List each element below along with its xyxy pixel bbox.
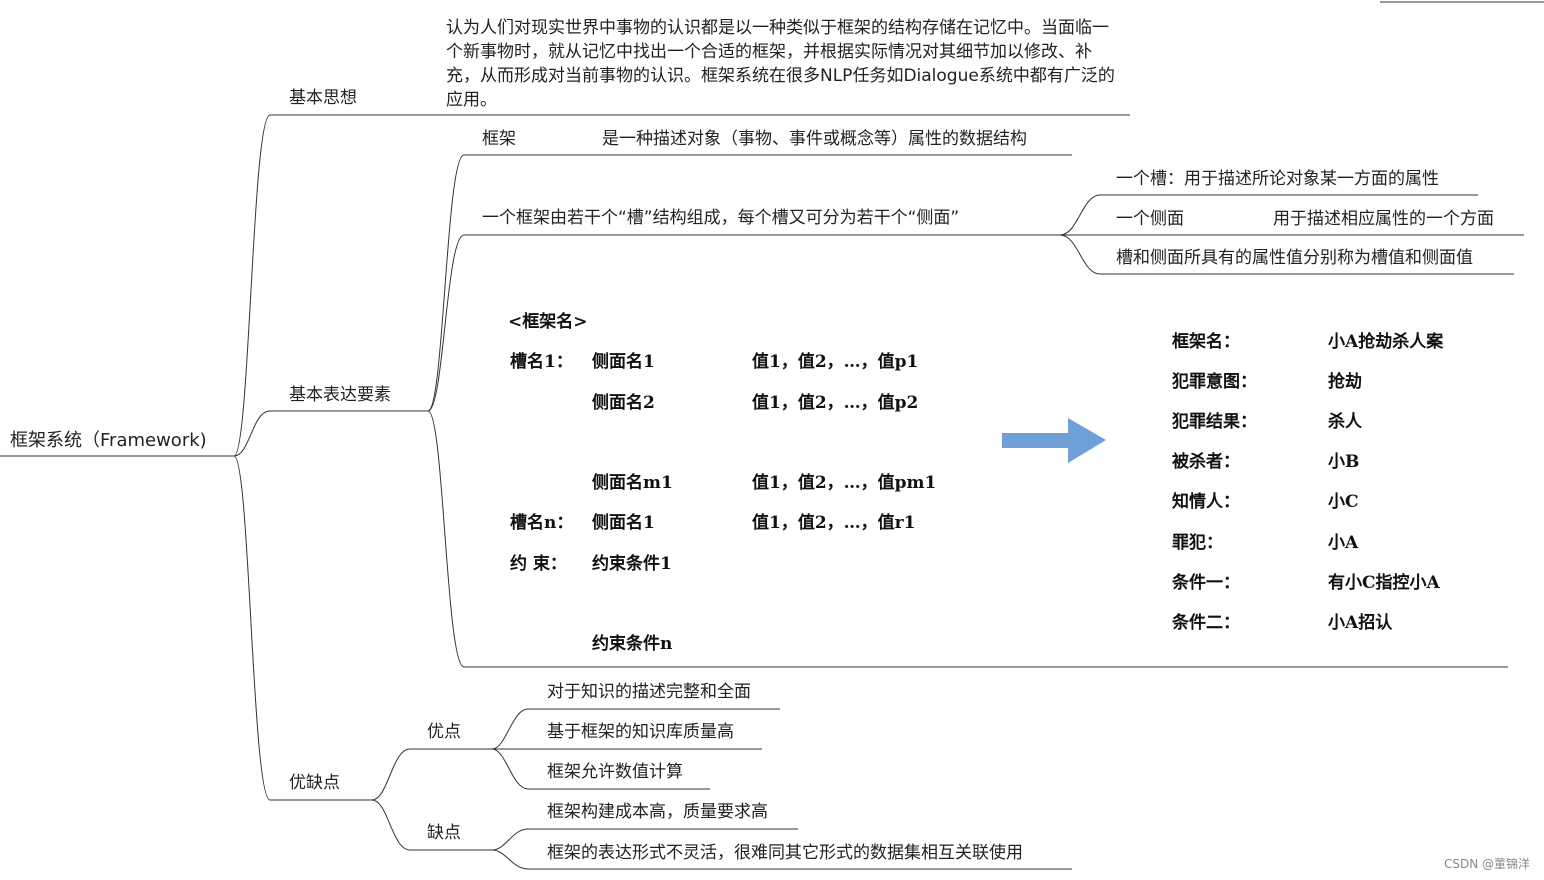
pro-item[interactable]: 对于知识的描述完整和全面 [547,682,751,702]
basic-idea-node[interactable]: 基本思想 [289,88,357,108]
edge-con-2 [491,849,529,870]
edge-con-1 [491,828,529,851]
example-value: 小C [1328,492,1359,512]
edge-root-basic-idea [233,114,271,457]
template-constraint: 约 束： [510,554,567,574]
basic-idea-text: 认为人们对现实世界中事物的认识都是以一种类似于框架的结构存储在记忆中。当面临一个… [446,18,1115,110]
edge-root-elements [233,410,271,457]
pro-item[interactable]: 框架允许数值计算 [547,762,683,782]
example-value: 小A [1328,533,1359,553]
edge-elements-frame [427,154,465,412]
template-facet1-values: 值1，值2，…，值p1 [752,352,919,372]
edge-elements-composition [427,234,465,412]
template-condn: 约束条件n [592,634,673,654]
pros-node[interactable]: 优点 [427,722,461,742]
example-value: 抢劫 [1328,372,1362,392]
values-node[interactable]: 槽和侧面所具有的属性值分别称为槽值和侧面值 [1116,248,1473,268]
pro-item[interactable]: 基于框架的知识库质量高 [547,722,734,742]
composition-node[interactable]: 一个框架由若干个“槽”结构组成，每个槽又可分为若干个“侧面” [482,208,960,228]
template-slot1: 槽名1： [510,352,573,372]
template-facetm-values: 值1，值2，…，值pm1 [752,473,937,493]
example-key: 框架名： [1172,332,1240,352]
cons-node[interactable]: 缺点 [427,823,461,843]
proscons-node[interactable]: 优缺点 [289,773,340,793]
example-key: 犯罪结果： [1172,412,1257,432]
template-frame-name: <框架名> [508,312,588,332]
edge-cons [371,799,411,851]
template-facet1: 侧面名1 [592,352,655,372]
edge-pros [371,748,411,801]
edge-elements-image [427,410,465,668]
example-value: 小A招认 [1328,613,1393,633]
template-cond1: 约束条件1 [592,554,672,574]
template-facetm: 侧面名m1 [592,473,673,493]
template-slotn: 槽名n： [510,513,574,533]
template-facet2: 侧面名2 [592,393,655,413]
example-value: 有小C指控小A [1328,573,1440,593]
right-arrow-icon [1002,418,1106,463]
frame-definition: 是一种描述对象（事物、事件或概念等）属性的数据结构 [602,129,1027,149]
facet-definition: 用于描述相应属性的一个方面 [1273,209,1494,229]
edge-root-proscons [233,455,271,801]
elements-node[interactable]: 基本表达要素 [289,385,391,405]
con-item[interactable]: 框架构建成本高，质量要求高 [547,802,768,822]
con-item[interactable]: 框架的表达形式不灵活，很难同其它形式的数据集相互关联使用 [547,843,1023,863]
root-node[interactable]: 框架系统（Framework) [10,430,207,451]
template-facet2-values: 值1，值2，…，值p2 [752,393,919,413]
watermark: CSDN @董锦洋 [1443,857,1530,871]
example-key: 被杀者： [1172,452,1240,472]
example-key: 条件一： [1172,573,1240,593]
example-value: 杀人 [1328,412,1362,432]
example-key: 知情人： [1172,492,1240,512]
edge-pro-3 [491,748,529,790]
template-slotn-values: 值1，值2，…，值r1 [752,513,916,533]
example-key: 条件二： [1172,613,1240,633]
facet-node[interactable]: 一个侧面 [1116,209,1184,229]
template-slotn-facet: 侧面名1 [592,513,655,533]
example-value: 小B [1328,452,1360,472]
example-value: 小A抢劫杀人案 [1328,332,1444,352]
frame-node[interactable]: 框架 [482,129,516,149]
example-key: 犯罪意图： [1172,372,1257,392]
edge-values [1059,234,1101,275]
slot-node[interactable]: 一个槽：用于描述所论对象某一方面的属性 [1116,169,1439,189]
edge-pro-1 [491,708,529,750]
edge-slot [1059,194,1101,236]
example-key: 罪犯： [1172,533,1223,553]
